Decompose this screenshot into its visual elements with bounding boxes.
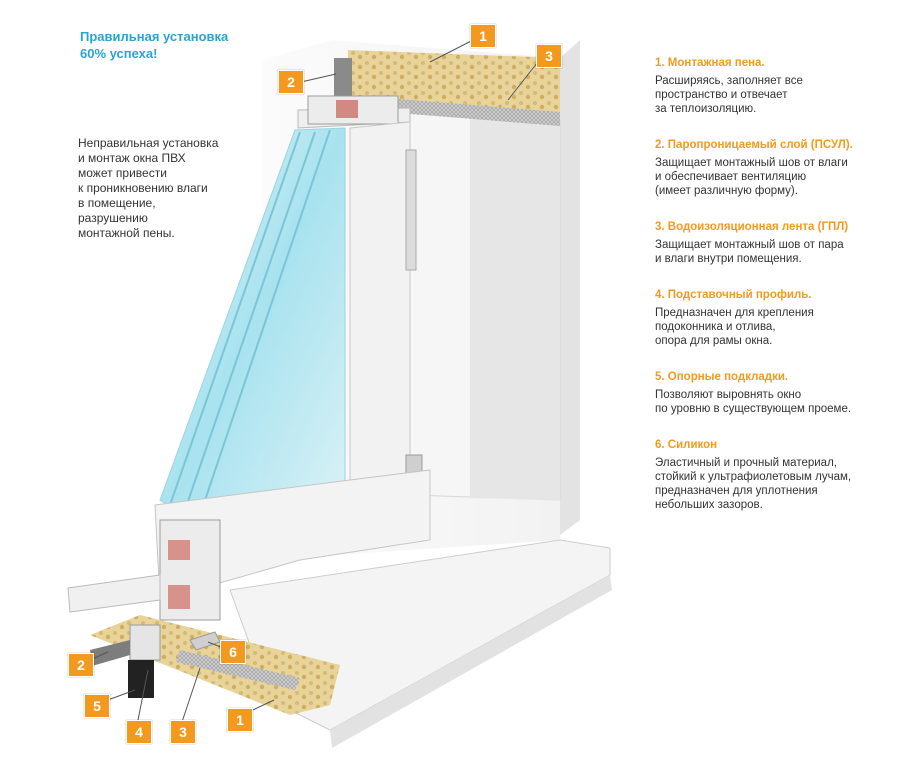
callout-bottom-silicone: 6: [220, 640, 246, 664]
legend-item-profile: 4. Подставочный профиль. Предназначен дл…: [655, 288, 895, 348]
callout-top-tape: 3: [536, 44, 562, 68]
legend-desc: Защищает монтажный шов от пара и влаги в…: [655, 239, 844, 265]
top-foam-block: [348, 50, 560, 120]
callout-bottom-tape: 3: [170, 720, 196, 744]
legend-title: 5. Опорные подкладки.: [655, 371, 789, 383]
reinforcement-bottom-2: [168, 585, 190, 609]
callout-top-psul: 2: [278, 70, 304, 94]
legend-title: 2. Паропроницаемый слой (ПСУЛ).: [655, 139, 853, 151]
slope-shadow: [470, 118, 560, 500]
glass-pane: [159, 127, 346, 526]
intro-text: Неправильная установка и монтаж окна ПВХ…: [78, 136, 219, 240]
window-sill-edge: [330, 575, 612, 748]
legend-item-foam: 1. Монтажная пена. Расширяясь, заполняет…: [655, 56, 895, 116]
callout-bottom-profile: 4: [126, 720, 152, 744]
legend-desc: Эластичный и прочный материал, стойкий к…: [655, 457, 852, 511]
bottom-tape-mesh: [176, 650, 300, 690]
callout-bottom-psul: 2: [68, 653, 94, 677]
legend-title: 3. Водоизоляционная лента (ГПЛ): [655, 221, 849, 233]
bottom-stand-profile: [129, 624, 161, 661]
drip-flashing: [67, 574, 161, 613]
callout-bottom-foam: 1: [227, 708, 253, 732]
top-psul-strip: [334, 58, 352, 100]
legend-title: 1. Монтажная пена.: [655, 57, 765, 69]
legend-item-silicone: 6. Силикон Эластичный и прочный материал…: [655, 438, 895, 512]
callout-bottom-pads: 5: [84, 694, 110, 718]
legend-item-tape: 3. Водоизоляционная лента (ГПЛ) Защищает…: [655, 220, 895, 266]
headline: Правильная установка 60% успеха!: [80, 29, 229, 61]
frame-vertical: [349, 121, 411, 501]
legend-desc: Позволяют выровнять окно по уровню в сущ…: [655, 389, 852, 415]
legend-title: 4. Подставочный профиль.: [655, 289, 812, 301]
wall-right-panel: [560, 40, 580, 535]
reinforcement-bottom-1: [168, 540, 190, 560]
bottom-psul: [90, 640, 130, 666]
legend: 1. Монтажная пена. Расширяясь, заполняет…: [655, 56, 895, 534]
bottom-support-pads: [128, 660, 154, 698]
hinge: [405, 149, 417, 271]
legend-title: 6. Силикон: [655, 439, 718, 451]
legend-item-psul: 2. Паропроницаемый слой (ПСУЛ). Защищает…: [655, 138, 895, 198]
legend-desc: Расширяясь, заполняет все пространство и…: [655, 75, 803, 115]
legend-desc: Предназначен для крепления подоконника и…: [655, 307, 814, 347]
top-tape-mesh: [360, 96, 560, 126]
callout-top-foam: 1: [470, 24, 496, 48]
reinforcement-top: [336, 100, 358, 118]
legend-item-pads: 5. Опорные подкладки. Позволяют выровнят…: [655, 370, 895, 416]
legend-desc: Защищает монтажный шов от влаги и обеспе…: [655, 157, 848, 197]
